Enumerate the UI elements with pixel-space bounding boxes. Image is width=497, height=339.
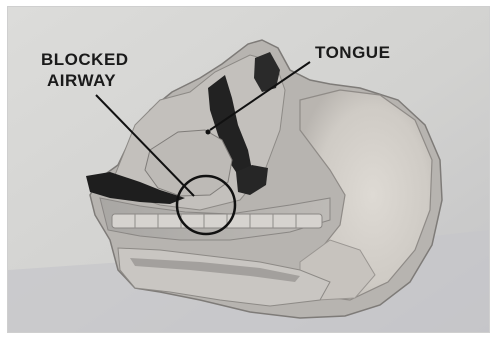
blocked-airway-label-line2: AIRWAY (47, 71, 116, 90)
tongue-marker-dot (206, 130, 211, 135)
spine (112, 214, 322, 228)
blocked-airway-label-line1: BLOCKED (41, 50, 129, 69)
tongue-label: TONGUE (315, 43, 390, 62)
